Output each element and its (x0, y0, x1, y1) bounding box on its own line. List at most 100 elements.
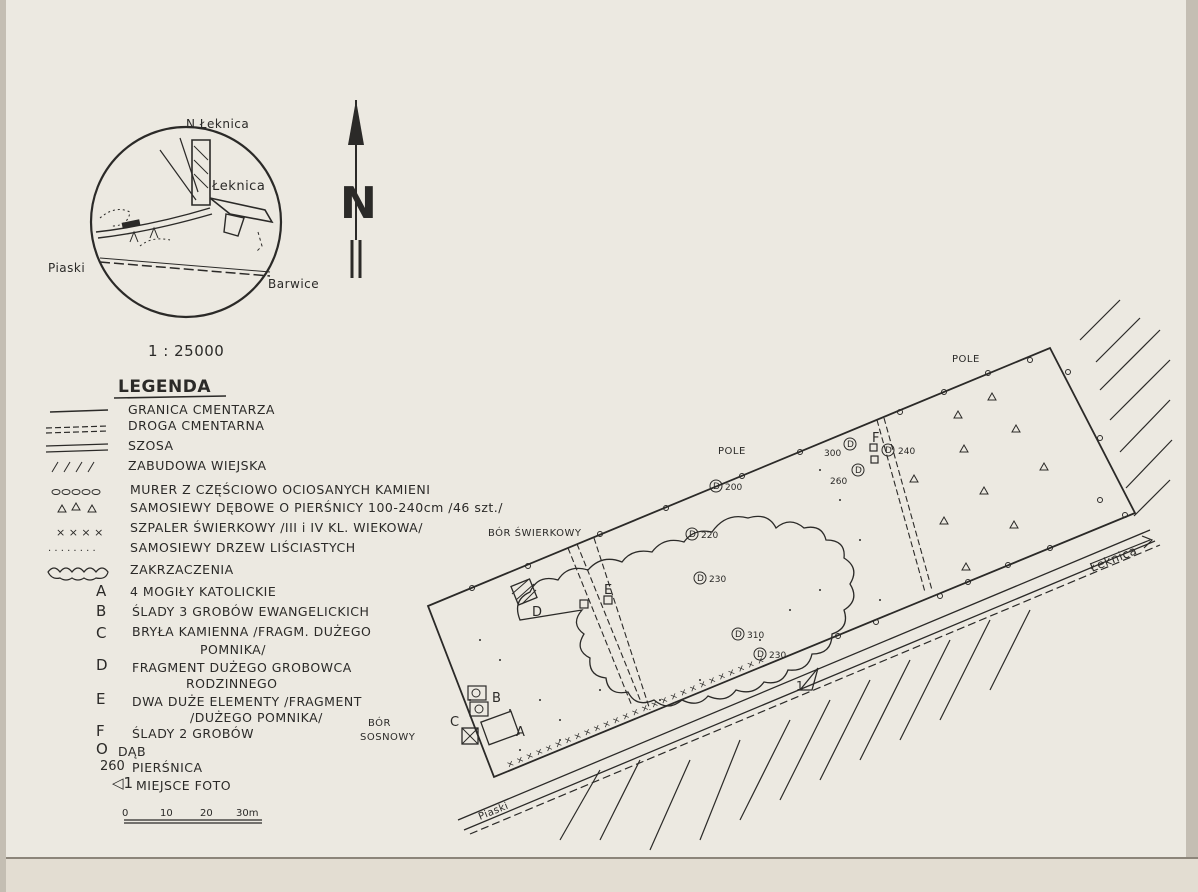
north-arrow: N (340, 100, 377, 278)
legend-label-main-road: SZOSA (128, 438, 174, 453)
symbol-oak-saplings (57, 501, 97, 513)
legend: LEGENDA (45, 377, 503, 824)
symbol-cemetery-road (45, 425, 109, 434)
forest-hatch-north (1079, 299, 1173, 517)
road-arrow-leknica (1089, 535, 1154, 565)
symbol-main-road (45, 443, 109, 453)
legend-label-a: 4 MOGIŁY KATOLICKIE (130, 584, 276, 599)
svg-text:D: D (855, 466, 862, 476)
legend-label-f: ŚLADY 2 GROBÓW (132, 726, 254, 741)
legend-label-girth: PIERŚNICA (132, 760, 203, 775)
svg-text:D: D (757, 650, 764, 660)
legend-label-buildings: ZABUDOWA WIEJSKA (128, 458, 267, 473)
symbol-stone-wall (51, 489, 101, 495)
symbol-spruce-row: × × × × (56, 526, 103, 539)
graves-abc (461, 685, 520, 746)
symbol-thicket (47, 567, 109, 581)
lower-page-edge (6, 858, 1198, 892)
legend-label-e-2: /DUŻEGO POMNIKA/ (190, 710, 323, 725)
inset-location-map: N Łeknica Łeknica Piaski Barwice 1 : 250… (48, 117, 319, 360)
label-pine-forest-1: BÓR (368, 716, 391, 729)
inset-label-piaski: Piaski (48, 261, 85, 275)
plan-letter-b: B (492, 691, 501, 706)
boundary-oaks (469, 357, 1128, 639)
paper-sheet (6, 0, 1186, 858)
legend-key-c: C (96, 624, 106, 642)
scale-tick-0: 0 (122, 808, 128, 819)
inset-label-leknica: Łeknica (211, 179, 265, 194)
inset-label-barwice: Barwice (268, 277, 319, 291)
legend-label-c: BRYŁA KAMIENNA /FRAGM. DUŻEGO (132, 624, 371, 639)
oak-girth-240: 240 (898, 447, 915, 457)
label-pine-forest-2: SOSNOWY (360, 732, 416, 743)
legend-label-b: ŚLADY 3 GROBÓW EWANGELICKICH (132, 604, 369, 619)
svg-text:· · · · · · · ·: · · · · · · · · (48, 546, 96, 557)
legend-label-stone-wall: MURER Z CZĘŚCIOWO OCIOSANYCH KAMIENI (130, 482, 430, 497)
label-spruce-forest: BÓR ŚWIERKOWY (488, 526, 582, 539)
plan-letter-c: C (450, 715, 459, 730)
forest-hatch-south (559, 609, 1031, 851)
legend-key-e: E (96, 690, 105, 708)
legend-label-photo: MIEJSCE FOTO (136, 778, 231, 793)
legend-label-d: FRAGMENT DUŻEGO GROBOWCA (132, 660, 352, 675)
legend-key-f: F (96, 722, 105, 740)
legend-label-d-2: RODZINNEGO (186, 676, 278, 691)
plan-letter-a: A (516, 725, 525, 740)
svg-text:× × × ×: × × × × (56, 526, 103, 539)
oak-girth-230: 230 (709, 575, 726, 585)
label-field-west: POLE (718, 446, 746, 457)
photo-point-1: 1 (796, 667, 819, 693)
legend-key-girth: 260 (100, 759, 125, 774)
legend-symbols: × × × × · · · · · · · · (45, 409, 109, 581)
legend-label-deciduous: SAMOSIEWY DRZEW LIŚCIASTYCH (130, 540, 356, 555)
legend-key-oak: O (96, 740, 108, 758)
tomb-d (510, 578, 538, 606)
legend-label-cemetery-road: DROGA CMENTARNA (128, 418, 264, 433)
scale-tick-10: 10 (160, 808, 173, 819)
elements-e (579, 595, 613, 609)
legend-labels: GRANICA CMENTARZA DROGA CMENTARNA SZOSA … (118, 402, 503, 793)
symbol-village-buildings (51, 461, 95, 473)
label-field-north: POLE (952, 354, 980, 365)
legend-label-thicket: ZAKRZACZENIA (130, 562, 234, 577)
oak-girth-200: 200 (725, 483, 742, 493)
svg-text:D: D (713, 482, 720, 492)
oak-girth-220: 220 (701, 531, 718, 541)
inset-label-n-leknica: N Łeknica (186, 117, 249, 131)
cemetery-boundary (426, 346, 1137, 779)
legend-label-boundary: GRANICA CMENTARZA (128, 402, 275, 417)
legend-label-c-2: POMNIKA/ (200, 642, 266, 657)
graves-f (869, 443, 879, 464)
legend-key-b: B (96, 602, 106, 620)
svg-text:D: D (735, 630, 742, 640)
legend-key-photo: ◁1 (112, 774, 133, 792)
legend-label-oak: DĄB (118, 744, 146, 759)
legend-keys: A B C D E F O 260 ◁1 (96, 582, 133, 792)
legend-title: LEGENDA (118, 377, 211, 397)
oak-girth-markers: D 200 D 220 D 230 D 310 D 230 D 300 D 24… (685, 437, 915, 661)
oak-girth-230b: 230 (769, 651, 786, 661)
svg-text:D: D (697, 574, 704, 584)
scale-tick-20: 20 (200, 808, 213, 819)
svg-text:D: D (885, 446, 892, 456)
legend-key-a: A (96, 582, 107, 600)
svg-text:D: D (689, 530, 696, 540)
legend-scalebar: 0 10 20 30m (122, 808, 262, 824)
plan-letter-e: E (604, 583, 612, 598)
north-letter: N (340, 178, 377, 229)
symbol-cemetery-boundary (49, 409, 109, 413)
legend-label-spruce-row: SZPALER ŚWIERKOWY /III i IV KL. WIEKOWA/ (130, 520, 423, 535)
oak-girth-260: 260 (830, 477, 847, 487)
legend-label-oak-saplings: SAMOSIEWY DĘBOWE O PIERŚNICY 100-240cm /… (130, 500, 503, 515)
oak-saplings (909, 391, 1049, 571)
oak-girth-300: 300 (824, 449, 841, 459)
legend-label-e: DWA DUŻE ELEMENTY /FRAGMENT (132, 694, 362, 709)
plan-letter-d: D (532, 605, 542, 620)
scale-tick-30m: 30m (236, 808, 258, 819)
svg-text:D: D (847, 440, 854, 450)
plan-letter-f: F (872, 431, 879, 446)
oak-girth-310: 310 (747, 631, 764, 641)
symbol-deciduous-saplings: · · · · · · · · (48, 546, 96, 557)
legend-key-d: D (96, 656, 108, 674)
